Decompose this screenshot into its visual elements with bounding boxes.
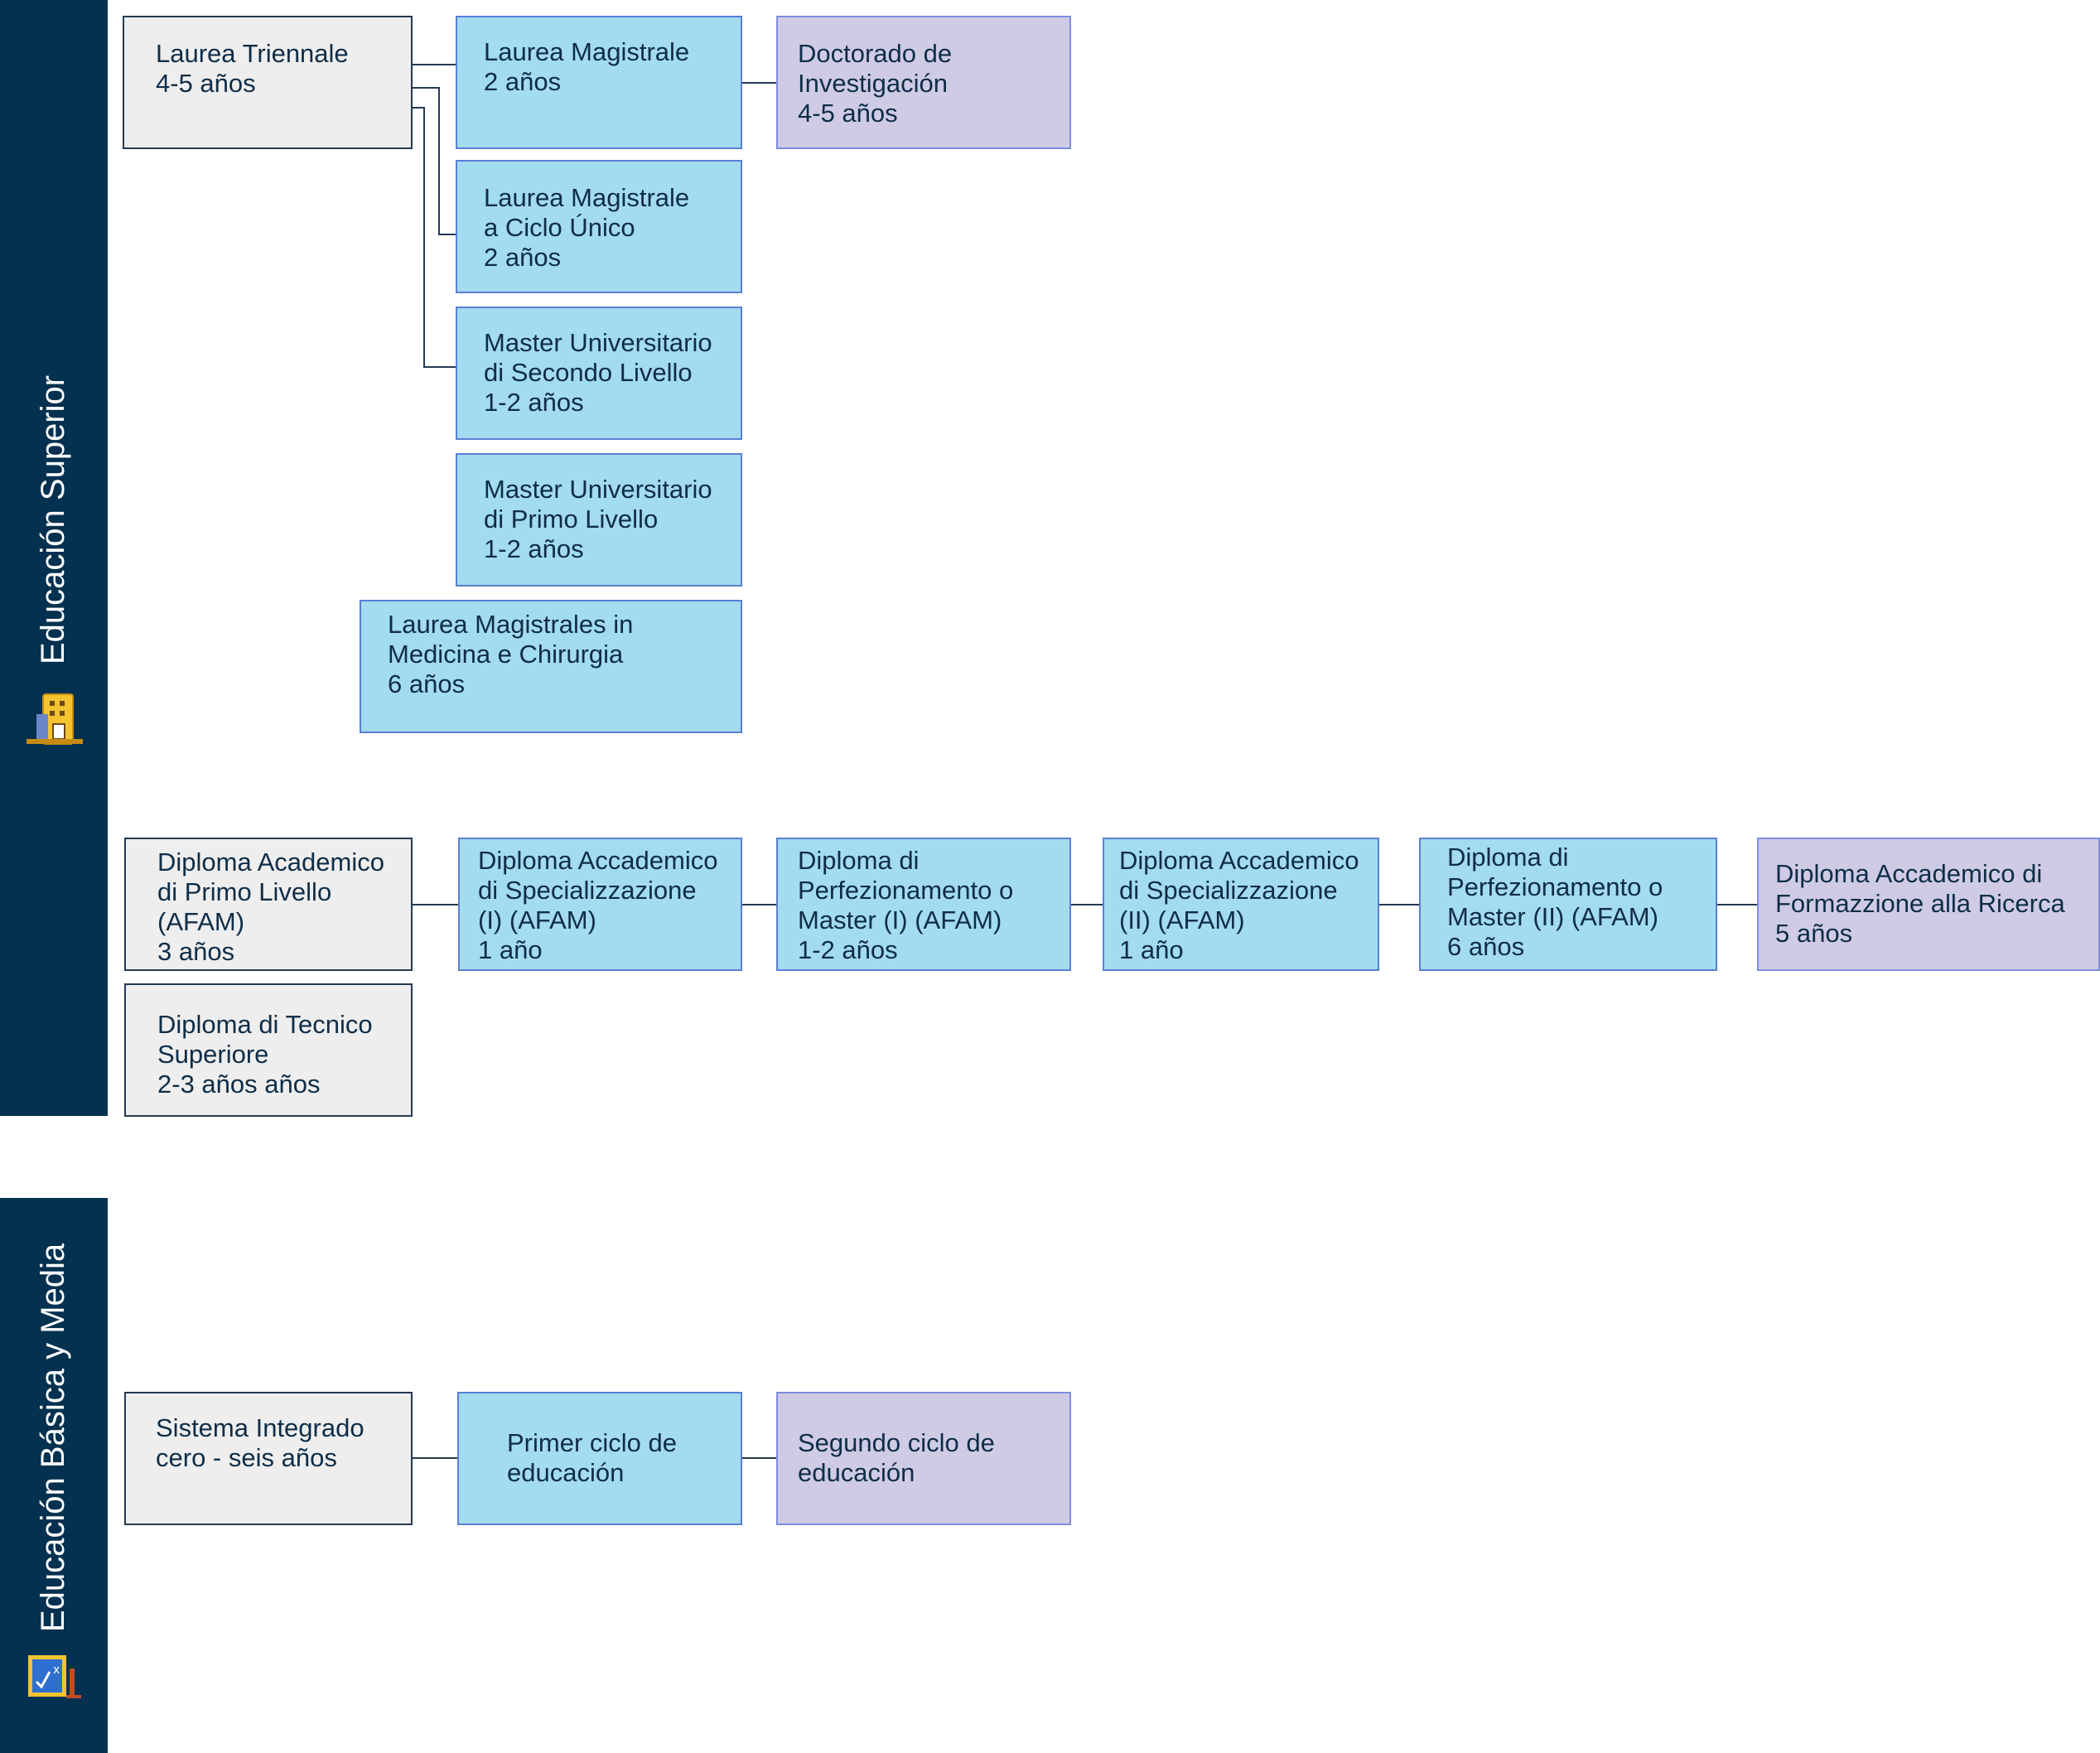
node-line: 2 años — [484, 67, 562, 96]
node-line: (AFAM) — [157, 907, 245, 936]
node-diploma-perfezionamento-2: Diploma di Perfezionamento o Master (II)… — [1419, 838, 1717, 971]
node-line: 2 años — [484, 243, 562, 272]
node-line: Medicina e Chirurgia — [388, 640, 624, 669]
university-building-icon — [27, 693, 83, 745]
node-line: di Primo Livello — [157, 877, 332, 906]
node-line: 1 año — [1119, 935, 1184, 964]
node-line: cero - seis años — [156, 1443, 337, 1472]
node-line: Diploma di — [1447, 843, 1569, 872]
node-line: (I) (AFAM) — [478, 905, 596, 934]
node-line: Diploma di Tecnico — [157, 1010, 373, 1039]
node-line: educación — [798, 1458, 915, 1487]
node-line: Formazzione alla Ricerca — [1775, 889, 2065, 918]
node-diploma-specializzazione-1: Diploma Accademico di Specializzazione (… — [458, 838, 742, 971]
node-line: Primer ciclo de — [507, 1428, 677, 1457]
svg-text:x: x — [53, 1664, 60, 1677]
node-diploma-primo-livello: Diploma Academico di Primo Livello (AFAM… — [124, 838, 413, 971]
node-laurea-magistrale: Laurea Magistrale 2 años — [456, 16, 742, 149]
node-line: a Ciclo Único — [484, 213, 635, 242]
node-line: di Secondo Livello — [484, 358, 693, 387]
node-line: Segundo ciclo de — [798, 1428, 995, 1457]
node-diploma-ricerca: Diploma Accademico di Formazzione alla R… — [1757, 838, 2100, 971]
node-line: 5 años — [1775, 919, 1853, 948]
node-primer-ciclo: Primer ciclo de educación — [457, 1392, 742, 1525]
node-line: di Specializzazione — [1119, 876, 1338, 905]
node-medicina-chirurgia: Laurea Magistrales in Medicina e Chirurg… — [360, 600, 742, 733]
node-line: 4-5 años — [156, 69, 256, 98]
section-band-superior: Educación Superior — [0, 0, 108, 1116]
node-line: 6 años — [1447, 932, 1525, 961]
node-line: Sistema Integrado — [156, 1413, 364, 1442]
node-line: 1-2 años — [484, 534, 584, 563]
node-sistema-integrado: Sistema Integrado cero - seis años — [124, 1392, 413, 1525]
node-line: 3 años — [157, 937, 235, 966]
node-line: 2-3 años años — [157, 1070, 321, 1099]
node-doctorado: Doctorado de Investigación 4-5 años — [776, 16, 1071, 149]
node-laurea-triennale: Laurea Triennale 4-5 años — [123, 16, 413, 149]
node-line: Diploma Accademico — [1119, 846, 1359, 875]
node-line: 1-2 años — [484, 388, 584, 417]
node-line: Diploma Academico — [157, 848, 384, 876]
node-master-secondo-livello: Master Universitario di Secondo Livello … — [456, 307, 742, 440]
node-tecnico-superiore: Diploma di Tecnico Superiore 2-3 años añ… — [124, 983, 413, 1117]
node-line: 1-2 años — [798, 935, 898, 964]
node-segundo-ciclo: Segundo ciclo de educación — [776, 1392, 1071, 1525]
node-line: di Primo Livello — [484, 505, 659, 534]
node-line: Perfezionamento o — [798, 876, 1014, 905]
node-diploma-perfezionamento-1: Diploma di Perfezionamento o Master (I) … — [776, 838, 1071, 971]
node-line: educación — [507, 1458, 625, 1487]
node-line: Diploma Accademico — [478, 846, 718, 875]
node-line: Investigación — [798, 69, 948, 98]
node-line: Diploma Accademico di — [1775, 859, 2043, 888]
node-line: Diploma di — [798, 846, 920, 875]
node-line: Laurea Triennale — [156, 39, 349, 68]
node-line: Master Universitario — [484, 328, 712, 357]
node-line: Superiore — [157, 1040, 269, 1069]
node-line: Laurea Magistrale — [484, 183, 690, 212]
node-master-primo-livello: Master Universitario di Primo Livello 1-… — [456, 453, 742, 587]
node-line: 1 año — [478, 935, 543, 964]
node-laurea-ciclo-unico: Laurea Magistrale a Ciclo Único 2 años — [456, 160, 742, 293]
node-line: Laurea Magistrale — [484, 37, 690, 66]
classroom-board-icon: x — [28, 1655, 81, 1698]
node-line: (II) (AFAM) — [1119, 905, 1245, 934]
section-band-basica: Educación Básica y Media x — [0, 1198, 108, 1753]
node-line: di Specializzazione — [478, 876, 697, 905]
node-line: Master (II) (AFAM) — [1447, 902, 1658, 931]
node-line: Master Universitario — [484, 475, 712, 504]
node-line: Doctorado de — [798, 39, 953, 68]
node-line: 4-5 años — [798, 99, 898, 128]
node-line: 6 años — [388, 669, 466, 698]
node-line: Perfezionamento o — [1447, 872, 1663, 901]
node-diploma-specializzazione-2: Diploma Accademico di Specializzazione (… — [1103, 838, 1379, 971]
node-line: Laurea Magistrales in — [388, 610, 634, 639]
node-line: Master (I) (AFAM) — [798, 905, 1002, 934]
